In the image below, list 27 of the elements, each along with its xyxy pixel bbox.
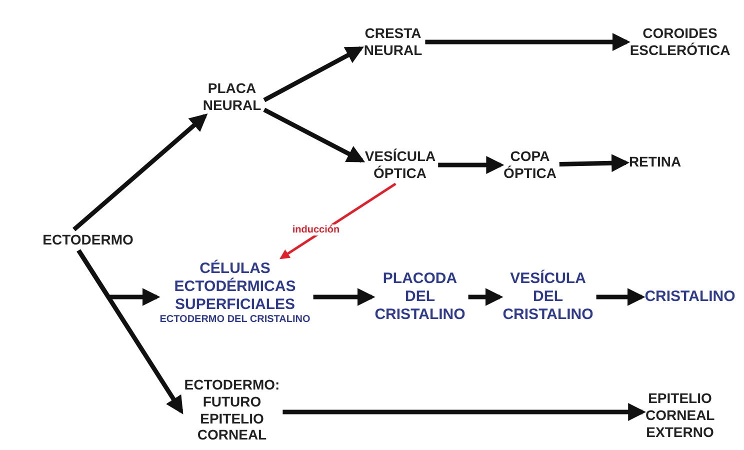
stage-label: PLACODA DEL CRISTALINO xyxy=(374,270,466,324)
stage-label: VESÍCULA ÓPTICA xyxy=(364,148,436,182)
arrow xyxy=(282,403,646,421)
stage-label: COPA ÓPTICA xyxy=(504,148,556,182)
edge-label: inducción xyxy=(291,224,341,236)
stage-sublabel: ECTODERMO DEL CRISTALINO xyxy=(160,314,310,326)
stage-label: CÉLULAS ECTODÉRMICAS SUPERFICIALES xyxy=(174,260,296,314)
stage-label: COROIDES ESCLERÓTICA xyxy=(630,25,730,59)
stage-label: EPITELIO CORNEAL EXTERNO xyxy=(646,390,714,440)
stage-label: ECTODERMO xyxy=(42,232,134,248)
arrow xyxy=(72,113,208,232)
arrow xyxy=(468,288,504,306)
arrow xyxy=(425,33,630,51)
arrow xyxy=(280,182,396,260)
arrow xyxy=(76,249,184,414)
arrow xyxy=(263,46,364,102)
arrow xyxy=(263,108,366,163)
stage-label: PLACA NEURAL xyxy=(202,80,262,114)
stage-label: CRISTALINO xyxy=(644,288,736,306)
stage-label: RETINA xyxy=(628,154,682,170)
stage-label: ECTODERMO: FUTURO EPITELIO CORNEAL xyxy=(184,376,280,444)
arrow xyxy=(596,288,646,306)
arrow xyxy=(438,156,504,174)
stage-label: VESÍCULA DEL CRISTALINO xyxy=(502,270,594,324)
stage-label: CRESTA NEURAL xyxy=(364,25,422,59)
arrow xyxy=(559,154,630,172)
arrow xyxy=(313,288,376,306)
